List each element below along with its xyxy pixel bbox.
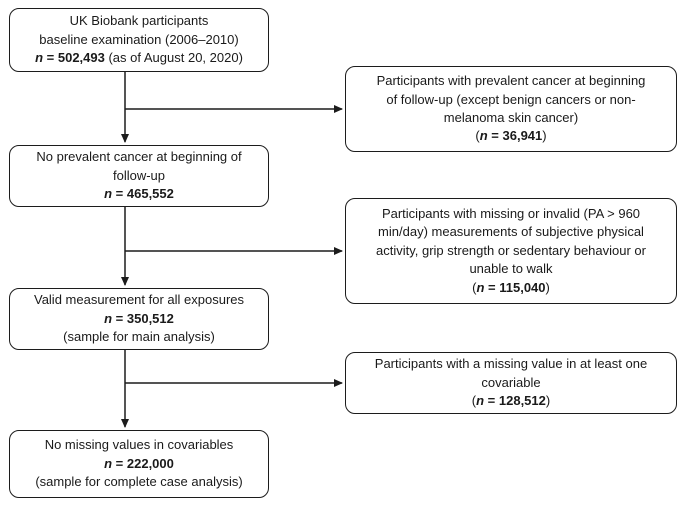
n-symbol: n (479, 128, 488, 144)
flow-box-valid-measurement: Valid measurement for all exposures n = … (9, 288, 269, 350)
box-line: Valid measurement for all exposures (33, 292, 245, 308)
n-symbol: n (476, 393, 485, 409)
n-symbol: n (476, 279, 485, 295)
box-line: (n = 36,941) (475, 128, 547, 144)
box-line: baseline examination (2006–2010) (39, 31, 239, 47)
box-line: Participants with a missing value in at … (374, 356, 648, 372)
exclusion-box-missing-covariable: Participants with a missing value in at … (345, 352, 677, 414)
box-line: (n = 115,040) (472, 279, 550, 295)
exclusion-box-prevalent-cancer: Participants with prevalent cancer at be… (345, 66, 677, 152)
flow-box-no-prevalent-cancer: No prevalent cancer at beginning of foll… (9, 145, 269, 207)
box-line: Participants with prevalent cancer at be… (376, 73, 646, 89)
n-count: = 36,941 (487, 128, 543, 144)
box-line: No missing values in covariables (44, 437, 234, 453)
exclusion-box-invalid-measurements: Participants with missing or invalid (PA… (345, 198, 677, 304)
box-line: activity, grip strength or sedentary beh… (375, 242, 646, 258)
box-line: n = 350,512 (20, 310, 258, 328)
flow-box-no-missing-covariables: No missing values in covariables n = 222… (9, 430, 269, 498)
n-count: = 502,493 (43, 50, 105, 66)
box-line: melanoma skin cancer) (443, 110, 579, 125)
box-line: Participants with missing or invalid (PA… (381, 205, 641, 221)
box-line: UK Biobank participants (69, 13, 209, 29)
box-line: n = 465,552 (20, 185, 258, 203)
box-line: n = 502,493 (as of August 20, 2020) (35, 50, 243, 66)
n-count: = 222,000 (112, 455, 174, 471)
n-count: = 115,040 (484, 279, 546, 295)
n-symbol: n (104, 310, 113, 326)
n-symbol: n (35, 50, 44, 66)
box-line: min/day) measurements of subjective phys… (378, 224, 644, 240)
box-line: (sample for complete case analysis) (35, 474, 243, 490)
n-count: = 128,512 (484, 393, 546, 409)
box-line: (sample for main analysis) (63, 329, 215, 345)
box-line: of follow-up (except benign cancers or n… (386, 91, 636, 107)
box-line: n = 222,000 (20, 455, 258, 473)
n-count: = 465,552 (112, 186, 174, 202)
box-line: unable to walk (469, 261, 553, 277)
box-line: No prevalent cancer at beginning of (36, 149, 242, 165)
n-symbol: n (104, 455, 113, 471)
flow-box-baseline: UK Biobank participants baseline examina… (9, 8, 269, 72)
n-symbol: n (104, 186, 113, 202)
box-line: follow-up (112, 167, 166, 183)
box-line: (n = 128,512) (471, 393, 551, 409)
n-count: = 350,512 (112, 310, 174, 326)
box-line: covariable (481, 374, 541, 390)
